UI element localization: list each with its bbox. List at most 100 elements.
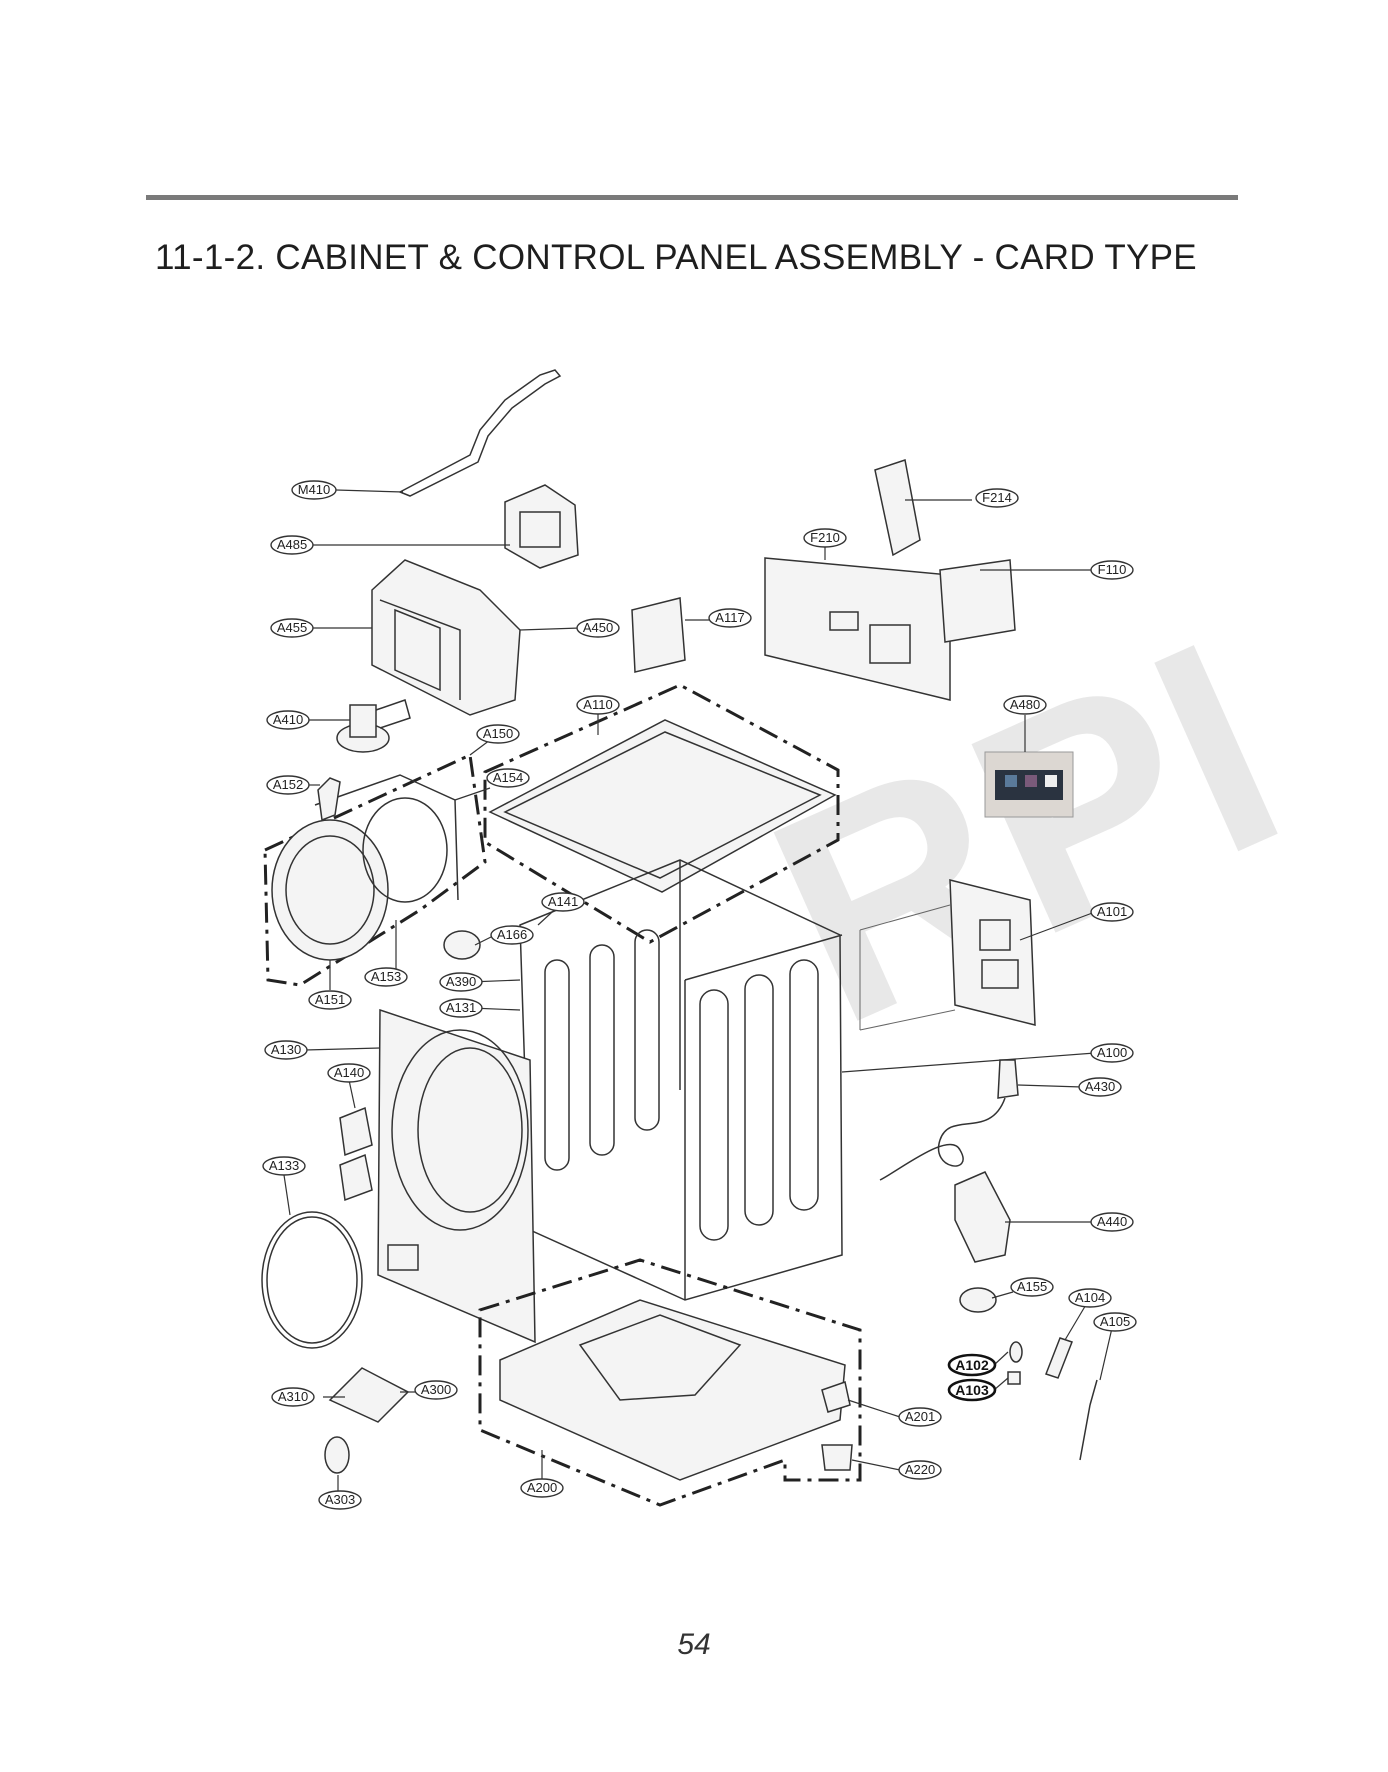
header-rule bbox=[146, 195, 1238, 200]
leader-lines bbox=[283, 489, 1113, 1492]
label-a200: A200 bbox=[520, 1478, 564, 1498]
svg-text:A201: A201 bbox=[905, 1409, 935, 1424]
label-a105: A105 bbox=[1093, 1312, 1137, 1332]
svg-text:A390: A390 bbox=[446, 974, 476, 989]
label-a201: A201 bbox=[898, 1407, 942, 1427]
part-a105-damper-rod bbox=[1079, 1379, 1098, 1461]
svg-text:A310: A310 bbox=[278, 1389, 308, 1404]
svg-text:M410: M410 bbox=[298, 482, 331, 497]
part-a440-door-lock bbox=[954, 1171, 1011, 1263]
part-f210-control-panel bbox=[764, 557, 951, 701]
label-a154: A154 bbox=[486, 768, 530, 788]
part-a201-bracket bbox=[821, 1381, 851, 1413]
part-f214-card-holder bbox=[874, 459, 921, 557]
label-a410: A410 bbox=[266, 710, 310, 730]
svg-text:A102: A102 bbox=[955, 1357, 989, 1373]
label-a131: A131 bbox=[439, 998, 483, 1018]
label-a430: A430 bbox=[1078, 1077, 1122, 1097]
svg-text:A105: A105 bbox=[1100, 1314, 1130, 1329]
part-a310-filter-cover bbox=[324, 1367, 410, 1474]
part-a110-top-plate bbox=[483, 683, 840, 944]
label-a151: A151 bbox=[308, 990, 352, 1010]
part-a152-handle bbox=[317, 777, 341, 822]
svg-text:A152: A152 bbox=[273, 777, 303, 792]
label-a455: A455 bbox=[270, 618, 314, 638]
label-a440: A440 bbox=[1090, 1212, 1134, 1232]
svg-text:A141: A141 bbox=[548, 894, 578, 909]
label-a220: A220 bbox=[898, 1460, 942, 1480]
label-a102: A102 bbox=[947, 1353, 997, 1377]
svg-text:A100: A100 bbox=[1097, 1045, 1127, 1060]
svg-text:A166: A166 bbox=[497, 927, 527, 942]
part-a103-clip bbox=[1007, 1371, 1021, 1385]
svg-text:A153: A153 bbox=[371, 969, 401, 984]
svg-text:F110: F110 bbox=[1098, 562, 1127, 577]
svg-text:F210: F210 bbox=[810, 530, 840, 545]
svg-text:A430: A430 bbox=[1085, 1079, 1115, 1094]
part-a410-pump bbox=[336, 699, 411, 753]
label-a303: A303 bbox=[318, 1490, 362, 1510]
part-a155-cap bbox=[959, 1287, 997, 1313]
label-a480: A480 bbox=[1003, 695, 1047, 715]
label-a155: A155 bbox=[1010, 1277, 1054, 1297]
part-a101-rear-cover bbox=[859, 879, 1036, 1031]
label-a101: A101 bbox=[1090, 902, 1134, 922]
part-a117-bracket bbox=[631, 597, 686, 673]
label-a300: A300 bbox=[414, 1380, 458, 1400]
svg-text:A200: A200 bbox=[527, 1480, 557, 1495]
svg-text:A151: A151 bbox=[315, 992, 345, 1007]
label-a100: A100 bbox=[1090, 1043, 1134, 1063]
svg-text:A410: A410 bbox=[273, 712, 303, 727]
svg-text:A220: A220 bbox=[905, 1462, 935, 1477]
svg-text:F214: F214 bbox=[982, 490, 1012, 505]
label-f110: F110 bbox=[1090, 560, 1134, 580]
label-m410: M410 bbox=[291, 480, 337, 500]
label-a485: A485 bbox=[270, 535, 314, 555]
label-a310: A310 bbox=[271, 1387, 315, 1407]
label-a152: A152 bbox=[266, 775, 310, 795]
label-a150: A150 bbox=[476, 724, 520, 744]
label-a133: A133 bbox=[262, 1156, 306, 1176]
page-title: 11-1-2. CABINET & CONTROL PANEL ASSEMBLY… bbox=[155, 238, 1197, 277]
label-a153: A153 bbox=[364, 967, 408, 987]
svg-text:A455: A455 bbox=[277, 620, 307, 635]
part-a480-harness-photo bbox=[984, 751, 1074, 818]
svg-text:A300: A300 bbox=[421, 1382, 451, 1397]
svg-text:A480: A480 bbox=[1010, 697, 1040, 712]
part-a102-foot bbox=[1009, 1341, 1023, 1363]
label-a130: A130 bbox=[264, 1040, 308, 1060]
svg-text:A303: A303 bbox=[325, 1492, 355, 1507]
part-a130-front-panel bbox=[377, 1008, 536, 1344]
svg-text:A101: A101 bbox=[1097, 904, 1127, 919]
page-number: 54 bbox=[677, 1628, 711, 1661]
part-a430-power-cord bbox=[879, 1059, 1019, 1181]
part-a200-base bbox=[478, 1258, 862, 1507]
label-a103: A103 bbox=[947, 1378, 997, 1402]
label-a166: A166 bbox=[490, 925, 534, 945]
label-f214: F214 bbox=[975, 488, 1019, 508]
part-a140-hinge bbox=[339, 1106, 373, 1202]
svg-text:A117: A117 bbox=[715, 610, 744, 625]
svg-text:A104: A104 bbox=[1075, 1290, 1105, 1305]
label-a140: A140 bbox=[327, 1063, 371, 1083]
part-a485-module bbox=[504, 484, 579, 569]
part-pcb-assembly bbox=[371, 559, 521, 716]
part-a220-leveling-foot bbox=[821, 1444, 853, 1471]
label-a110: A110 bbox=[576, 695, 620, 715]
part-a104-damper bbox=[1045, 1337, 1073, 1379]
svg-text:A131: A131 bbox=[446, 1000, 476, 1015]
label-a450: A450 bbox=[576, 618, 620, 638]
svg-text:A133: A133 bbox=[269, 1158, 299, 1173]
part-m410-bracket bbox=[398, 369, 562, 497]
svg-text:A155: A155 bbox=[1017, 1279, 1047, 1294]
part-a133-gasket-ring bbox=[261, 1211, 363, 1349]
svg-text:A450: A450 bbox=[583, 620, 613, 635]
part-f110-display-board bbox=[939, 559, 1016, 643]
label-f210: F210 bbox=[803, 528, 847, 548]
label-a141: A141 bbox=[541, 892, 585, 912]
svg-text:A110: A110 bbox=[583, 697, 612, 712]
svg-text:A154: A154 bbox=[493, 770, 523, 785]
label-a117: A117 bbox=[708, 608, 752, 628]
svg-text:A140: A140 bbox=[334, 1065, 364, 1080]
